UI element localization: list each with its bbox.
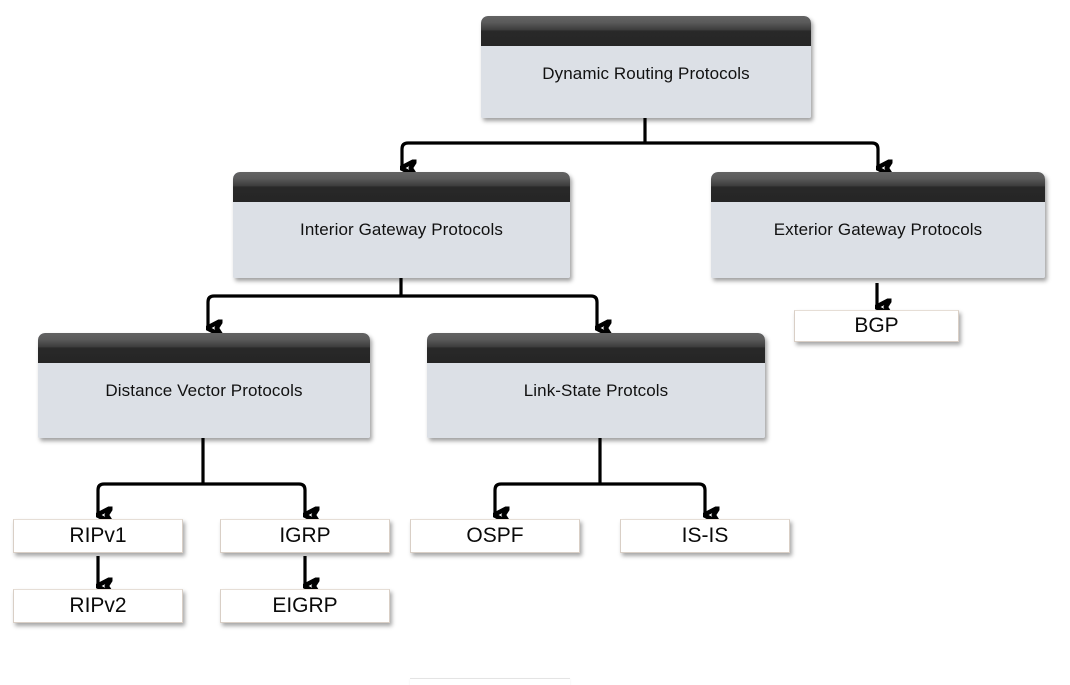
node-label: Distance Vector Protocols: [105, 381, 303, 400]
node-is-is[interactable]: IS-IS: [620, 519, 790, 553]
node-distance-vector-protocols[interactable]: Distance Vector Protocols: [38, 333, 370, 438]
clipped-node-bottom: [410, 678, 570, 685]
node-label: OSPF: [466, 524, 524, 547]
node-eigrp[interactable]: EIGRP: [220, 589, 390, 623]
node-label: Interior Gateway Protocols: [300, 220, 503, 239]
edge-root-children: [402, 118, 878, 168]
node-body: Distance Vector Protocols: [38, 363, 370, 438]
node-exterior-gateway-protocols[interactable]: Exterior Gateway Protocols: [711, 172, 1045, 278]
node-label: IGRP: [279, 524, 331, 547]
node-body: Link-State Protcols: [427, 363, 765, 438]
node-dynamic-routing-protocols[interactable]: Dynamic Routing Protocols: [481, 16, 811, 118]
node-body: Dynamic Routing Protocols: [481, 46, 811, 118]
node-ospf[interactable]: OSPF: [410, 519, 580, 553]
node-ripv2[interactable]: RIPv2: [13, 589, 183, 623]
node-label: RIPv1: [69, 524, 127, 547]
node-bgp[interactable]: BGP: [794, 310, 959, 342]
node-header-bar: [427, 333, 765, 363]
node-label: IS-IS: [681, 524, 729, 547]
node-link-state-protocols[interactable]: Link-State Protcols: [427, 333, 765, 438]
node-header-bar: [711, 172, 1045, 202]
node-header-bar: [481, 16, 811, 46]
edge-link-state-children: [495, 437, 705, 515]
node-body: Interior Gateway Protocols: [233, 202, 570, 278]
node-igrp[interactable]: IGRP: [220, 519, 390, 553]
node-label: Exterior Gateway Protocols: [773, 220, 983, 239]
node-label: RIPv2: [69, 594, 127, 617]
node-label: EIGRP: [272, 594, 338, 617]
node-interior-gateway-protocols[interactable]: Interior Gateway Protocols: [233, 172, 570, 278]
node-body: Exterior Gateway Protocols: [711, 202, 1045, 278]
node-label: Dynamic Routing Protocols: [542, 64, 750, 83]
node-label: Link-State Protcols: [523, 381, 669, 400]
node-header-bar: [233, 172, 570, 202]
node-header-bar: [38, 333, 370, 363]
edge-igp-children: [208, 278, 597, 328]
node-label: BGP: [854, 314, 899, 337]
edge-distance-vector-children: [98, 437, 305, 515]
node-ripv1[interactable]: RIPv1: [13, 519, 183, 553]
